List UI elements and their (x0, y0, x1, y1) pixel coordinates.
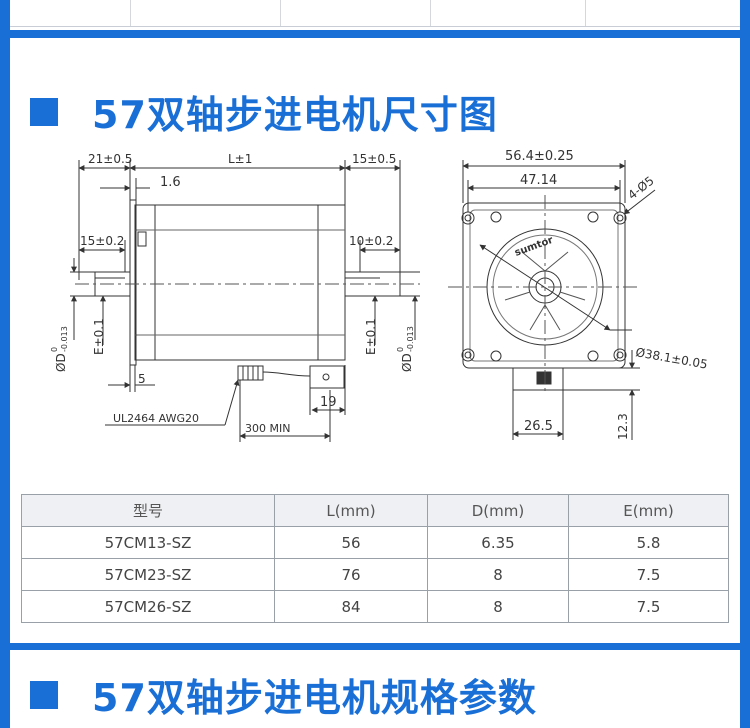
dim-holes: 4-Ø5 (625, 173, 657, 202)
motor-body (134, 204, 346, 361)
dim-left-d: ØD (54, 353, 68, 372)
dim-19: 19 (320, 395, 337, 410)
dim-right-e: E±0.1 (364, 318, 378, 355)
cell-e: 5.8 (568, 526, 729, 559)
spec-heading-panel: 57双轴步进电机规格参数 (10, 650, 740, 728)
dim-connector-height: 12.3 (616, 413, 630, 440)
section-title: 57双轴步进电机规格参数 (92, 676, 537, 720)
cell-l: 76 (274, 558, 428, 591)
col-header-d: D(mm) (427, 494, 569, 527)
cell-model: 57CM26-SZ (21, 590, 275, 623)
cable-length: 300 MIN (245, 422, 290, 435)
dim-body-length: L±1 (228, 152, 252, 166)
col-header-e: E(mm) (568, 494, 729, 527)
dim-right-flat: 10±0.2 (349, 234, 393, 248)
col-header-l: L(mm) (274, 494, 428, 527)
col-header-model: 型号 (21, 494, 275, 527)
heading-square-icon (30, 97, 58, 126)
front-connector (512, 367, 564, 391)
cell-model: 57CM23-SZ (21, 558, 275, 591)
dim-left-d-lower: -0.013 (60, 326, 69, 352)
table-row: 57CM23-SZ 76 8 7.5 (21, 558, 729, 591)
dim-right-shaft: 15±0.5 (352, 152, 396, 166)
cable-terminal (309, 365, 345, 389)
cell-e: 7.5 (568, 590, 729, 623)
dim-right-d-lower: -0.013 (406, 326, 415, 352)
cell-d: 6.35 (427, 526, 569, 559)
dim-flange: 1.6 (160, 175, 181, 190)
cell-l: 84 (274, 590, 428, 623)
dim-5: 5 (138, 372, 146, 386)
dimension-drawing: 21±0.5 L±1 15±0.5 1.6 15±0.2 10±0.2 E±0.… (50, 149, 709, 442)
table-row: 57CM26-SZ 84 8 7.5 (21, 590, 729, 623)
dim-left-shaft: 21±0.5 (88, 152, 132, 166)
cable-connector (237, 365, 264, 381)
cell-d: 8 (427, 558, 569, 591)
cell-d: 8 (427, 590, 569, 623)
cell-e: 7.5 (568, 558, 729, 591)
dim-hole-pitch: 47.14 (520, 173, 557, 188)
section-heading-dimensions: 57双轴步进电机尺寸图 (30, 84, 498, 139)
dim-right-d: ØD (400, 353, 414, 372)
cell-model: 57CM13-SZ (21, 526, 275, 559)
table-header-row: 型号 L(mm) D(mm) E(mm) (21, 494, 729, 527)
dim-right-d-upper: 0 (396, 347, 405, 352)
heading-square-icon (30, 680, 58, 709)
dim-left-flat: 15±0.2 (80, 234, 124, 248)
spec-table: 型号 L(mm) D(mm) E(mm) 57CM13-SZ 56 6.35 5… (21, 494, 729, 623)
table-row: 57CM13-SZ 56 6.35 5.8 (21, 526, 729, 559)
section-heading-specs: 57双轴步进电机规格参数 (30, 667, 537, 722)
cable-spec: UL2464 AWG20 (113, 412, 199, 425)
top-table-remnant (10, 0, 740, 30)
section-title: 57双轴步进电机尺寸图 (92, 93, 498, 137)
cell-l: 56 (274, 526, 428, 559)
dim-connector-width: 26.5 (524, 419, 553, 434)
dim-left-e: E±0.1 (92, 318, 106, 355)
dim-left-d-upper: 0 (50, 347, 59, 352)
dim-boss: Ø38.1±0.05 (634, 345, 708, 371)
brand-logo: sumtor (513, 235, 554, 259)
dim-front-width: 56.4±0.25 (505, 149, 574, 164)
